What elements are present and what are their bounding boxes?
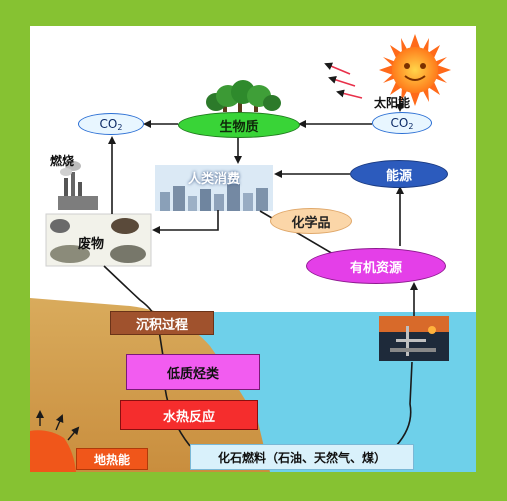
low-grade-hydrocarbons-text: 低质烃类 bbox=[166, 366, 219, 382]
hydrothermal-reaction-text: 水热反应 bbox=[162, 409, 215, 425]
waste-label: 废物 bbox=[78, 237, 105, 252]
geothermal-energy-text: 地热能 bbox=[93, 452, 130, 467]
co2-right-subscript: 2 bbox=[408, 121, 414, 131]
co2-left-node: CO2 bbox=[78, 113, 144, 135]
waste-pile-image bbox=[45, 213, 152, 267]
organic-resources-node: 有机资源 bbox=[306, 248, 446, 284]
sunlight-rays bbox=[324, 62, 363, 99]
geothermal-energy-node: 地热能 bbox=[76, 448, 148, 470]
burning-label: 燃烧 bbox=[50, 154, 75, 168]
human-consumption-text: 人类消费 bbox=[187, 171, 240, 187]
sedimentation-text: 沉积过程 bbox=[135, 317, 188, 333]
sedimentation-node: 沉积过程 bbox=[110, 311, 214, 335]
low-grade-hydrocarbons-node: 低质烃类 bbox=[126, 354, 260, 390]
organic-resources-text: 有机资源 bbox=[349, 260, 402, 276]
chemicals-node: 化学品 bbox=[270, 208, 352, 234]
human-consumption-node: 人类消费 bbox=[155, 165, 273, 189]
geothermal-sun-shape bbox=[30, 410, 80, 472]
fossil-fuels-node: 化石燃料（石油、天然气、煤） bbox=[190, 444, 414, 470]
line-fossil-to-oilrig bbox=[395, 361, 413, 447]
hydrothermal-reaction-node: 水热反应 bbox=[120, 400, 258, 430]
diagram-panel: 太阳能 燃烧 CO2 CO2 生物质 人类消费 能源 化学品 废物 有机资源 沉… bbox=[30, 26, 476, 472]
energy-text: 能源 bbox=[385, 168, 412, 184]
solar-energy-label: 太阳能 bbox=[374, 96, 411, 110]
biomass-text: 生物质 bbox=[219, 119, 259, 135]
sun-icon bbox=[379, 34, 451, 106]
biomass-node: 生物质 bbox=[178, 112, 300, 138]
factory-icon bbox=[58, 161, 98, 210]
oil-rig-image bbox=[379, 316, 449, 361]
city-skyline-image bbox=[155, 165, 273, 211]
energy-node: 能源 bbox=[350, 160, 448, 188]
arrow-consumption-to-waste bbox=[152, 210, 219, 234]
co2-right-text: CO bbox=[390, 115, 409, 130]
co2-left-subscript: 2 bbox=[117, 122, 123, 132]
chemicals-text: 化学品 bbox=[291, 215, 331, 231]
co2-left-text: CO bbox=[99, 116, 118, 131]
fossil-fuels-text: 化石燃料（石油、天然气、煤） bbox=[217, 450, 386, 465]
co2-right-node: CO2 bbox=[372, 112, 432, 134]
trees-icon bbox=[206, 80, 281, 112]
